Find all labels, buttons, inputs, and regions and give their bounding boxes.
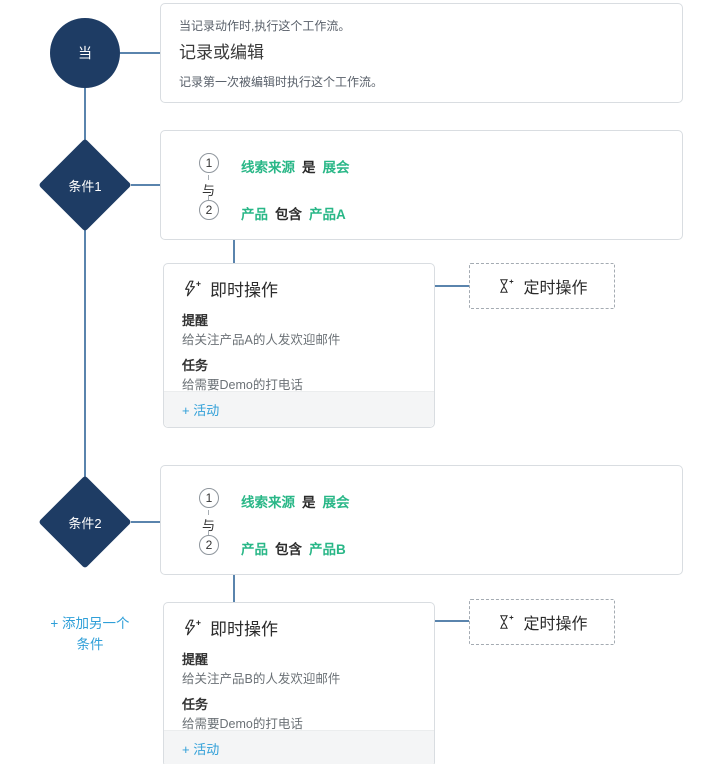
lightning-plus-icon <box>185 280 201 297</box>
action-item-desc: 给需要Demo的打电话 <box>182 378 303 392</box>
trigger-subtitle-top: 当记录动作时,执行这个工作流。 <box>179 19 351 33</box>
trigger-card[interactable]: 当记录动作时,执行这个工作流。 记录或编辑 记录第一次被编辑时执行这个工作流。 <box>160 3 683 103</box>
instant-actions-title-row: 即时操作 <box>182 615 278 640</box>
connector-line <box>435 285 469 287</box>
rule-field: 产品 <box>241 542 268 557</box>
rule-text: 线索来源是展会 <box>241 156 357 176</box>
connector-line <box>435 620 469 622</box>
rule-field: 线索来源 <box>241 495 295 510</box>
scheduled-actions-card-1[interactable]: 定时操作 <box>469 263 615 309</box>
lightning-plus-icon <box>185 619 201 636</box>
trigger-title: 记录或编辑 <box>179 43 264 62</box>
trigger-node-label: 当 <box>78 45 92 61</box>
rule-field: 线索来源 <box>241 160 295 175</box>
action-item-label: 提醒 <box>182 313 209 328</box>
rule-value: 产品A <box>309 207 346 222</box>
rule-text: 产品包含产品B <box>241 538 353 558</box>
action-item-desc: 给关注产品A的人发欢迎邮件 <box>182 333 341 347</box>
rule-operator: 是 <box>302 495 316 510</box>
trigger-subtitle-bottom: 记录第一次被编辑时执行这个工作流。 <box>179 75 384 89</box>
condition-1-node[interactable]: 条件1 <box>38 138 132 232</box>
connector-line <box>84 230 86 479</box>
add-condition-link[interactable]: + 添加另一个 条件 <box>28 614 152 656</box>
trigger-node[interactable]: 当 <box>50 18 120 88</box>
connector-line <box>233 240 235 263</box>
rule-connector-dash <box>208 530 209 535</box>
rule-number-badge: 1 <box>199 488 219 508</box>
instant-actions-card-1[interactable]: 即时操作 提醒 给关注产品A的人发欢迎邮件 任务 给需要Demo的打电话 + 活… <box>163 263 435 428</box>
rule-value: 展会 <box>322 495 350 510</box>
instant-actions-title: 即时操作 <box>210 620 278 639</box>
rule-connector-dash <box>208 510 209 515</box>
hourglass-plus-icon <box>500 615 514 629</box>
rule-operator: 包含 <box>275 542 302 557</box>
action-item-label: 提醒 <box>182 652 209 667</box>
connector-line <box>233 575 235 602</box>
scheduled-actions-title: 定时操作 <box>523 616 588 633</box>
condition-2-card[interactable]: 1 与 2 线索来源是展会 产品包含产品B <box>160 465 683 575</box>
condition-2-node[interactable]: 条件2 <box>38 475 132 569</box>
condition-1-card[interactable]: 1 与 2 线索来源是展会 产品包含产品A <box>160 130 683 240</box>
action-item-desc: 给关注产品B的人发欢迎邮件 <box>182 672 341 686</box>
condition-2-node-label: 条件2 <box>68 515 102 531</box>
rule-connector-dash <box>208 175 209 180</box>
action-item-label: 任务 <box>182 358 209 373</box>
rule-field: 产品 <box>241 207 268 222</box>
connector-line <box>131 521 160 523</box>
add-condition-line1: + 添加另一个 <box>50 616 130 631</box>
connector-line <box>131 184 160 186</box>
logic-connector-label: 与 <box>202 183 216 198</box>
connector-line <box>84 88 86 144</box>
scheduled-actions-card-2[interactable]: 定时操作 <box>469 599 615 645</box>
rule-connector-dash <box>208 195 209 200</box>
rule-number-badge: 2 <box>199 200 219 220</box>
instant-actions-card-2[interactable]: 即时操作 提醒 给关注产品B的人发欢迎邮件 任务 给需要Demo的打电话 + 活… <box>163 602 435 764</box>
rule-operator: 包含 <box>275 207 302 222</box>
condition-1-node-label: 条件1 <box>68 178 102 194</box>
add-activity-link[interactable]: + 活动 <box>182 742 220 757</box>
rule-text: 产品包含产品A <box>241 203 353 223</box>
rule-value: 产品B <box>309 542 346 557</box>
action-item-label: 任务 <box>182 697 209 712</box>
rule-operator: 是 <box>302 160 316 175</box>
instant-actions-title: 即时操作 <box>210 281 278 300</box>
rule-value: 展会 <box>322 160 350 175</box>
card-footer: + 活动 <box>164 391 434 427</box>
card-footer: + 活动 <box>164 730 434 764</box>
rule-number-badge: 1 <box>199 153 219 173</box>
action-item-desc: 给需要Demo的打电话 <box>182 717 303 731</box>
logic-connector-label: 与 <box>202 518 216 533</box>
scheduled-actions-title: 定时操作 <box>523 280 588 297</box>
hourglass-plus-icon <box>500 279 514 293</box>
add-condition-line2: 条件 <box>76 636 104 652</box>
add-activity-link[interactable]: + 活动 <box>182 403 220 418</box>
rule-number-badge: 2 <box>199 535 219 555</box>
instant-actions-title-row: 即时操作 <box>182 276 278 301</box>
connector-line <box>120 52 160 54</box>
rule-text: 线索来源是展会 <box>241 491 357 511</box>
